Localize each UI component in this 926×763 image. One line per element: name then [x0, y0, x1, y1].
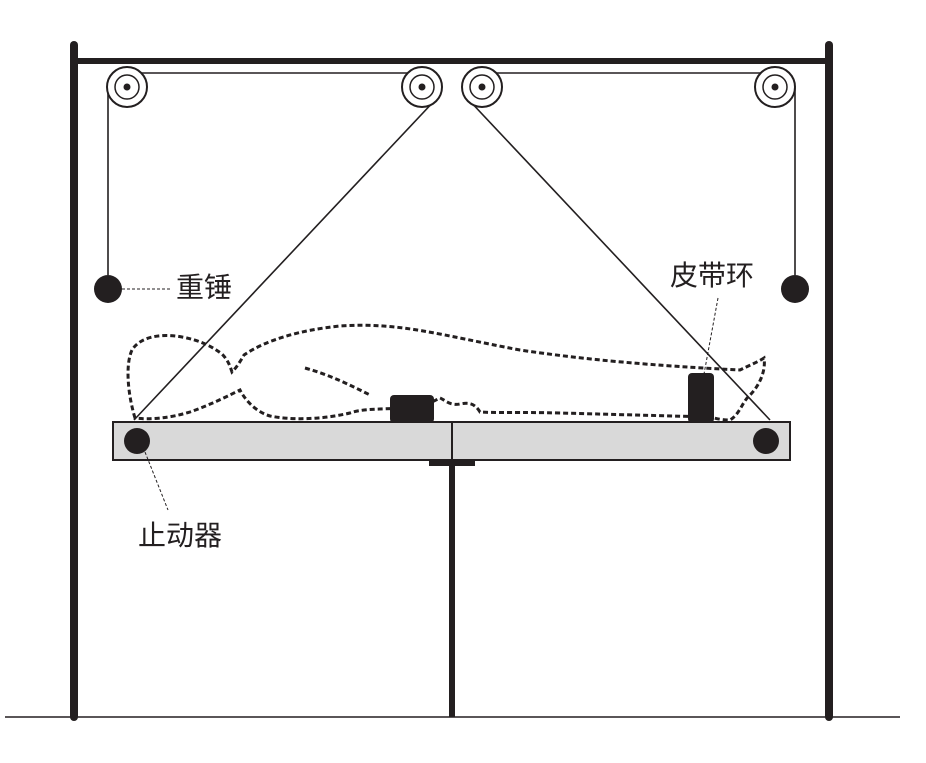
- stopper-left: [124, 428, 150, 454]
- hammer-left: [94, 275, 122, 303]
- ropes: [107, 72, 796, 421]
- stopper-right: [753, 428, 779, 454]
- hammer-right: [781, 275, 809, 303]
- belt-loop-ankle: [688, 373, 714, 423]
- stopper-label: 止动器: [138, 519, 223, 552]
- belt-loop-waist: [390, 395, 434, 423]
- pulley-2: [401, 66, 443, 108]
- rope-left-diagonal: [133, 97, 438, 421]
- hammer-label: 重锤: [176, 271, 233, 304]
- body-outline: [126, 323, 766, 422]
- rope-right-diagonal: [466, 97, 771, 421]
- pulley-4: [754, 66, 796, 108]
- leader-stopper: [144, 451, 169, 511]
- pulley-1: [106, 66, 148, 108]
- leader-belt-loop: [703, 297, 719, 375]
- belt-loop-label: 皮带环: [670, 259, 755, 292]
- pulley-3: [461, 66, 503, 108]
- arm-outline: [304, 366, 371, 397]
- pole-bracket: [429, 460, 475, 466]
